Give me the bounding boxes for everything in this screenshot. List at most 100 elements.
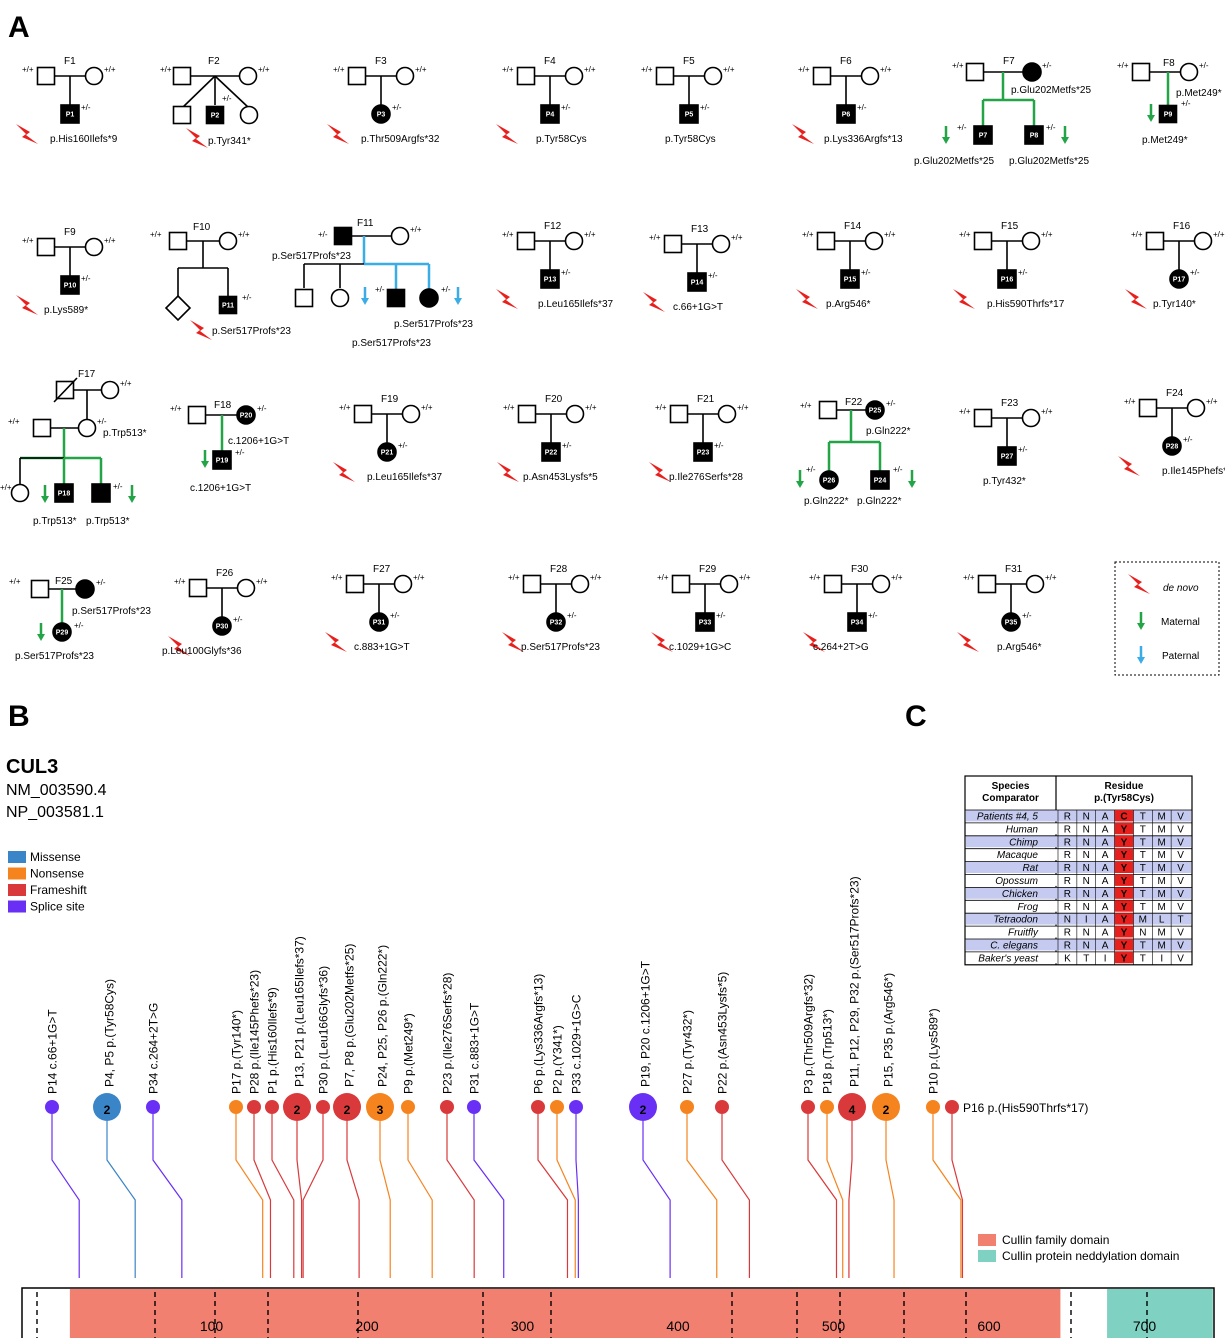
variant-lollipop-head (838, 1093, 866, 1121)
patient-id-label: P20 (240, 413, 253, 420)
genotype-label: +/+ (174, 577, 186, 586)
patient-id-label: P16 (1001, 277, 1014, 284)
proband-symbol (997, 446, 1017, 466)
domain-swatch (978, 1234, 996, 1246)
patient-id-label: P19 (216, 458, 229, 465)
genotype-label: +/+ (333, 65, 345, 74)
variant-label: P34 c.264+2T>G (146, 1003, 160, 1094)
variant-label: p.Glu202Metfs*25 (1011, 85, 1091, 96)
maternal-arrow-icon-head (41, 496, 49, 503)
variant-lollipop-head (467, 1100, 481, 1114)
variant-label: p.Leu165Ilefs*37 (538, 299, 614, 310)
patient-id-label: P24 (874, 478, 887, 485)
variant-lollipop-head (316, 1100, 330, 1114)
patient-id-label: P35 (1005, 620, 1018, 627)
legend-label-splice: Splice site (30, 900, 85, 914)
genotype-label: +/+ (584, 65, 596, 74)
de-novo-lightning-icon (502, 632, 524, 652)
proband-symbol (840, 269, 860, 289)
genotype-label: +/- (392, 103, 402, 112)
mother-symbol (711, 234, 731, 254)
residue-letter: N (1083, 812, 1090, 823)
residue-letter: M (1158, 837, 1166, 848)
variant-lollipop-head (366, 1093, 394, 1121)
patient-id-label: P18 (58, 491, 71, 498)
family-id: F18 (214, 400, 232, 411)
genotype-label: +/- (886, 399, 896, 408)
variant-stem (379, 1121, 391, 1278)
table-row-bg (966, 848, 1191, 861)
father-symbol (973, 408, 993, 428)
variant-stem (642, 1121, 671, 1278)
proband-symbol (54, 483, 74, 503)
variant-lollipop-head (680, 1100, 694, 1114)
residue-letter: T (1140, 837, 1146, 848)
variant-label: p.Trp513* (103, 428, 147, 439)
legend-swatch-missense (8, 851, 26, 863)
mother-symbol (236, 578, 256, 598)
variant-label: p.Ile276Serfs*28 (669, 472, 743, 483)
father-symbol (30, 579, 50, 599)
residue-letter: K (1064, 953, 1071, 964)
genotype-label: +/+ (508, 573, 520, 582)
residue-letter: A (1102, 837, 1109, 848)
residue-letter: A (1102, 812, 1109, 823)
genotype-label: +/- (957, 123, 967, 132)
father-symbol (812, 66, 832, 86)
patient-id-label: P13 (544, 277, 557, 284)
residue-letter: R (1064, 876, 1071, 887)
de-novo-lightning-icon (643, 292, 665, 312)
residue-letter: N (1064, 915, 1071, 926)
proband-symbol (695, 612, 715, 632)
variant-lollipop-head (569, 1100, 583, 1114)
proband-symbol (546, 612, 566, 632)
family-id: F17 (78, 369, 96, 380)
genotype-label: +/+ (1117, 61, 1129, 70)
variant-label: p.His590Thrfs*17 (987, 299, 1065, 310)
variant-label: p.Ser517Profs*23 (72, 606, 151, 617)
father-symbol (965, 62, 985, 82)
legend-swatch-nonsense (8, 867, 26, 880)
variant-label: p.Ser517Profs*23 (212, 326, 291, 337)
variant-stem (302, 1114, 324, 1278)
table-row-bg (966, 822, 1191, 835)
pedigree-line (181, 75, 216, 109)
variant-label: P7, P8 p.(Glu202Metfs*25) (343, 944, 357, 1087)
sibling-symbol (239, 105, 259, 125)
family-id: F6 (840, 56, 852, 67)
de-novo-lightning-icon (190, 320, 212, 340)
de-novo-lightning-icon (16, 124, 38, 144)
genotype-label: +/+ (963, 573, 975, 582)
table-row-bg (966, 951, 1191, 964)
residue-letter: M (1158, 850, 1166, 861)
patient-id-label: P6 (842, 112, 851, 119)
genotype-label: +/+ (331, 573, 343, 582)
proband-symbol (819, 470, 839, 490)
residue-letter: T (1140, 863, 1146, 874)
genotype-label: +/- (257, 404, 267, 413)
table-header: Comparator (982, 793, 1039, 804)
residue-letter: N (1083, 863, 1090, 874)
variant-label: p.Tyr432* (983, 476, 1026, 487)
genotype-label: +/- (857, 103, 867, 112)
proband-symbol (1169, 269, 1189, 289)
variant-label: P3 p.(Thr509Argfs*32) (801, 974, 815, 1094)
variant-stem (951, 1114, 964, 1278)
variant-label: p.Gln222* (804, 496, 849, 507)
genotype-label: +/+ (421, 403, 433, 412)
table-row-bg (966, 926, 1191, 938)
genotype-label: +/- (318, 230, 328, 239)
genotype-label: +/+ (0, 483, 12, 492)
variant-lollipop-head (926, 1100, 940, 1114)
species-name: Macaque (997, 850, 1039, 861)
variant-lollipop-head (401, 1100, 415, 1114)
mother-symbol (238, 66, 258, 86)
mother-symbol (218, 231, 238, 251)
legend-label: Paternal (1162, 651, 1199, 662)
family-id: F9 (64, 227, 76, 238)
